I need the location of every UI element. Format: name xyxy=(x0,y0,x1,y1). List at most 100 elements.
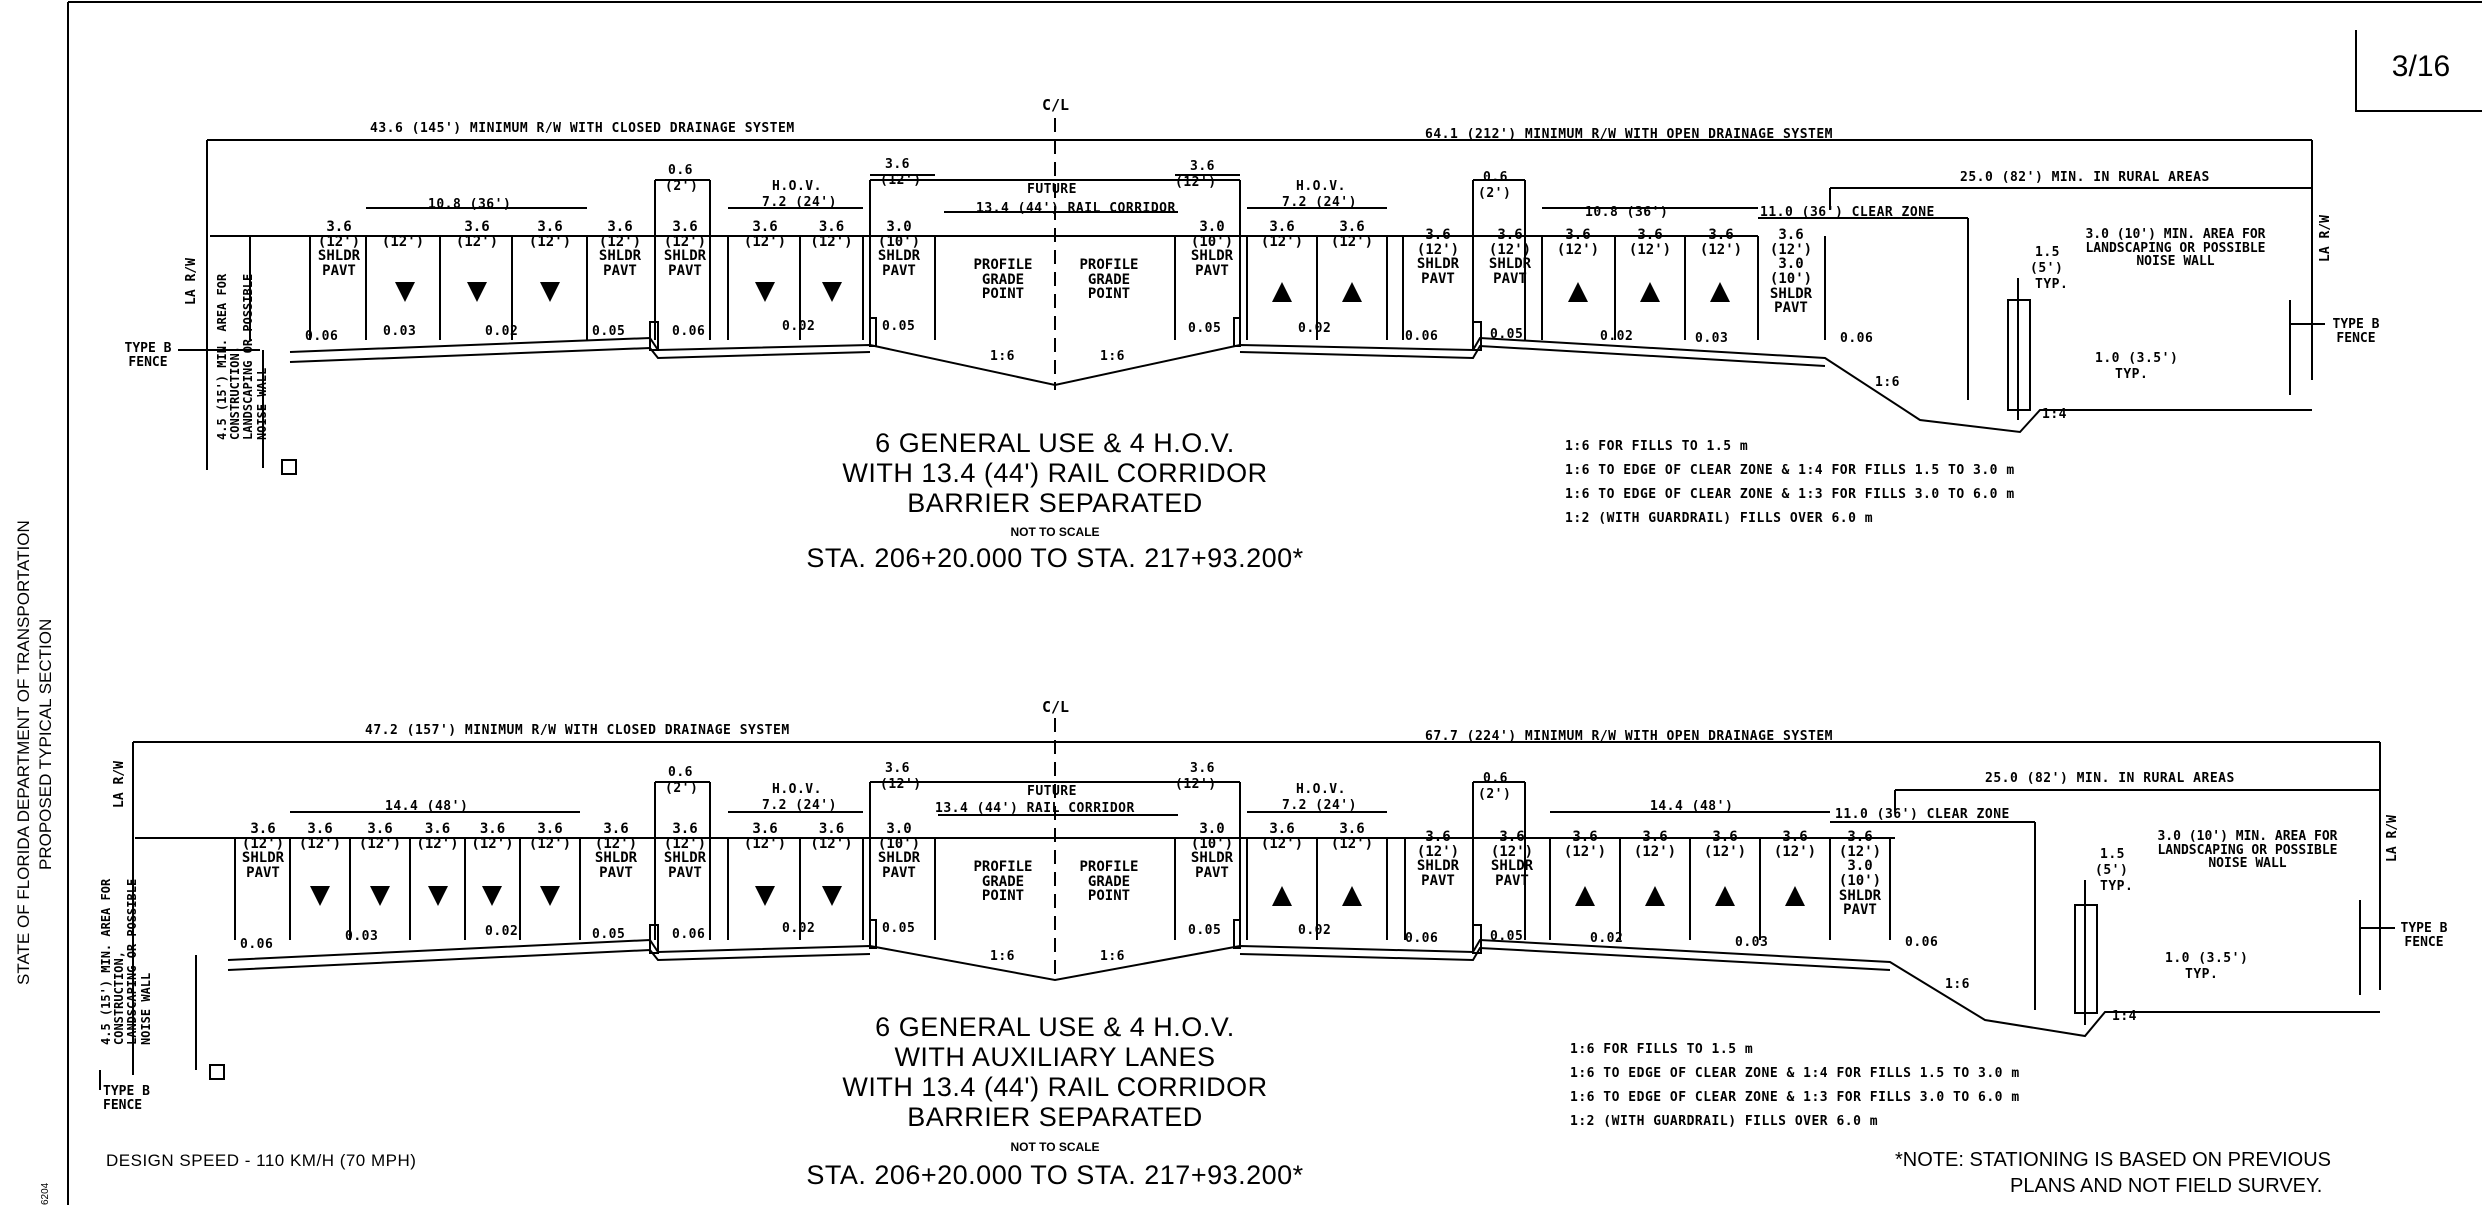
arrow-down-icon xyxy=(310,886,330,906)
lane-label: 3.6(12') xyxy=(743,219,787,250)
slope-label: 0.02 xyxy=(782,319,816,334)
centerline-label: C/L xyxy=(1042,96,1070,114)
arrow-down-icon xyxy=(428,886,448,906)
lane-label: 3.6(12') xyxy=(1330,821,1374,852)
arrow-up-icon xyxy=(1272,282,1292,302)
slope-label: 0.06 xyxy=(672,927,706,942)
lane-label: 3.6(12') xyxy=(810,219,853,250)
lane-label: 3.6(12') xyxy=(1633,829,1677,860)
slope-ratio: 1:6 xyxy=(1945,977,1970,992)
lane-label: 3.6(12') xyxy=(471,821,514,852)
arrow-down-icon xyxy=(482,886,502,906)
typ-width-ft: (5') xyxy=(2030,261,2064,276)
page-number-box: 3/16 xyxy=(2355,30,2482,112)
barrier-width-2: 0.6 xyxy=(1483,170,1508,185)
arrow-down-icon xyxy=(822,282,842,302)
slope-label: 0.06 xyxy=(1840,331,1874,346)
slope-label: 0.06 xyxy=(305,329,339,344)
rail-corridor-dim: 13.4 (44') RAIL CORRIDOR xyxy=(976,201,1176,216)
slope-label: 0.03 xyxy=(1695,331,1729,346)
hov-label-2: H.O.V. xyxy=(1296,179,1346,194)
profile-grade-point-4: PROFILE GRADE POINT xyxy=(1079,859,1139,905)
profile-grade-point: PROFILE GRADE POINT xyxy=(973,257,1033,303)
slope-label: 0.05 xyxy=(1188,923,1222,938)
landscape-area-label: 3.0 (10') MIN. AREA FOR LANDSCAPING OR P… xyxy=(2085,227,2266,270)
hov-label-3: H.O.V. xyxy=(772,782,822,797)
left-area-label: 4.5 (15') MIN. AREA FOR CONSTRUCTION, LA… xyxy=(99,878,153,1045)
arrow-up-icon xyxy=(1640,282,1660,302)
row-closed-dim-2: 47.2 (157') MINIMUM R/W WITH CLOSED DRAI… xyxy=(365,723,790,738)
landscape-area-label: 3.0 (10') MIN. AREA FOR LANDSCAPING OR P… xyxy=(2157,829,2338,872)
slope-ratio: 1:6 xyxy=(990,349,1015,364)
barrier-width-ft-4: (2') xyxy=(1478,787,1512,802)
lane-label: 3.6(12') xyxy=(455,219,499,250)
slope-label: 0.05 xyxy=(882,921,916,936)
fill-note: 1:6 TO EDGE OF CLEAR ZONE & 1:4 FOR FILL… xyxy=(1565,463,2015,478)
arrow-up-icon xyxy=(1715,886,1735,906)
shoulder-width-rail-left: 3.6 xyxy=(885,157,910,172)
slope-ratio: 1:6 xyxy=(1100,349,1125,364)
typ-label-2: TYP. xyxy=(2115,367,2149,382)
slope-label: 0.05 xyxy=(1490,929,1524,944)
lane-label: 3.6(12') xyxy=(1773,829,1817,860)
la-rw-label-3: LA R/W xyxy=(112,761,127,808)
typ-width: 1.5 xyxy=(2035,245,2060,260)
arrow-down-icon xyxy=(370,886,390,906)
rail-corridor-dim-2: 13.4 (44') RAIL CORRIDOR xyxy=(935,801,1135,816)
la-rw-label-4: LA R/W xyxy=(2385,815,2400,862)
lane-label: (12') xyxy=(381,233,425,250)
slope-label: 0.06 xyxy=(1405,931,1439,946)
typ-width-ft: (5') xyxy=(2095,863,2129,878)
lane-label: 3.6(12') xyxy=(1703,829,1747,860)
lane-label: 3.6(12') xyxy=(810,821,853,852)
arrow-up-icon xyxy=(1342,886,1362,906)
slope-label: 0.03 xyxy=(383,324,417,339)
slope-label: 0.05 xyxy=(1490,327,1524,342)
fill-note: 1:6 FOR FILLS TO 1.5 m xyxy=(1565,439,1749,454)
slope-label: 0.02 xyxy=(1298,321,1332,336)
arrow-up-icon xyxy=(1568,282,1588,302)
gu-group-dim-4: 14.4 (48') xyxy=(1650,799,1734,814)
slope-ratio: 1:6 xyxy=(990,949,1015,964)
clear-zone-dim-2: 11.0 (36') CLEAR ZONE xyxy=(1835,807,2010,822)
lane-label: 3.6(12') xyxy=(1699,227,1743,258)
lane-label: 3.6(12') xyxy=(1556,227,1600,258)
lane-label: 3.6(12') xyxy=(743,821,787,852)
profile-grade-point-3: PROFILE GRADE POINT xyxy=(973,859,1033,905)
arrow-up-icon xyxy=(1575,886,1595,906)
lane-label: 3.6(12') xyxy=(1260,821,1304,852)
station-range: STA. 206+20.000 TO STA. 217+93.200* xyxy=(806,543,1304,573)
slope-label: 0.06 xyxy=(240,937,274,952)
section-title-line: WITH AUXILIARY LANES xyxy=(894,1042,1216,1072)
barrier-width-ft-3: (2') xyxy=(665,781,699,796)
hov-label-4: H.O.V. xyxy=(1296,782,1346,797)
row-closed-dim: 43.6 (145') MINIMUM R/W WITH CLOSED DRAI… xyxy=(370,121,795,136)
typ-label: TYP. xyxy=(2035,277,2069,292)
section-title-line: 6 GENERAL USE & 4 H.O.V. xyxy=(875,428,1235,458)
typ-label-2: TYP. xyxy=(2185,967,2219,982)
fill-note: 1:6 TO EDGE OF CLEAR ZONE & 1:3 FOR FILL… xyxy=(1570,1090,2020,1105)
slope-ratio: 1:6 xyxy=(1875,375,1900,390)
gu-group-dim-2: 10.8 (36') xyxy=(1585,205,1669,220)
fill-note: 1:2 (WITH GUARDRAIL) FILLS OVER 6.0 m xyxy=(1565,511,1874,526)
station-range-2: STA. 206+20.000 TO STA. 217+93.200* xyxy=(806,1160,1304,1190)
slope-ratio: 1:4 xyxy=(2042,407,2067,422)
fence-label-3: TYPE B FENCE xyxy=(103,1084,150,1113)
not-to-scale-2: NOT TO SCALE xyxy=(1010,1140,1100,1154)
lane-label: 3.6(12') xyxy=(416,821,459,852)
design-speed: DESIGN SPEED - 110 KM/H (70 MPH) xyxy=(106,1151,417,1170)
shoulder-width-rail-left-ft: (12') xyxy=(880,173,922,188)
slope-label: 0.03 xyxy=(1735,935,1769,950)
